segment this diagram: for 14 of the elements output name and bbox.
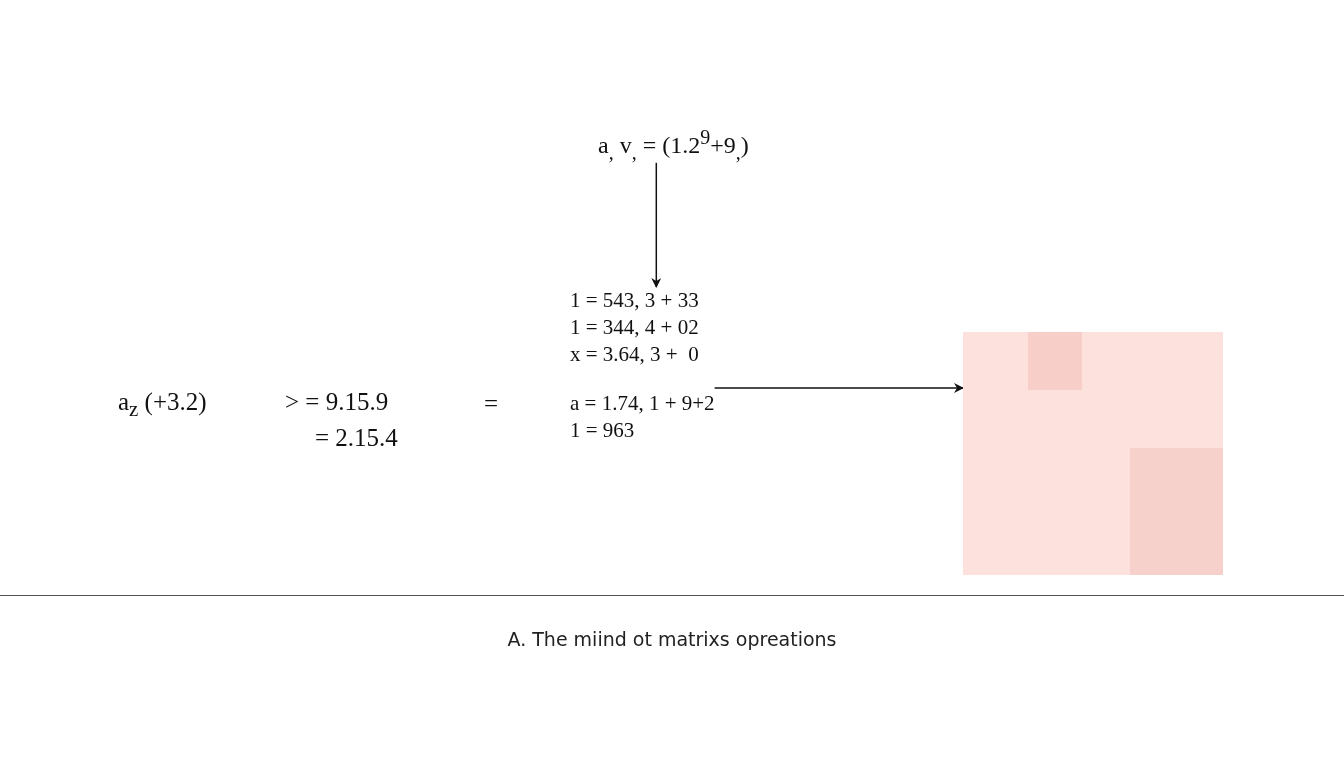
equation-label: > = 9.15.9	[285, 388, 389, 416]
matrix-square-drawing	[963, 332, 1223, 575]
equation: a = 1.74, 1 + 9+2	[570, 390, 715, 417]
caption: A. The miind ot matrixs opreations	[506, 628, 838, 650]
equation-label: =	[484, 390, 499, 418]
equation-label: = 2.15.4	[315, 424, 398, 452]
equation: 1 = 543, 3 + 33	[570, 287, 699, 314]
equation: 1 = 963	[570, 417, 635, 444]
formula: a$_{,}$ v$_{,}$ = (1.2$^{9}$+9$_{,}$)	[598, 126, 749, 163]
equation: 1 = 344, 4 + 02	[570, 314, 699, 341]
equation: x = 3.64, 3 + 0	[570, 341, 699, 368]
equation-label: a$_{z}$ (+3.2)	[118, 388, 207, 422]
arrow	[713, 383, 964, 393]
arrow	[651, 162, 662, 288]
